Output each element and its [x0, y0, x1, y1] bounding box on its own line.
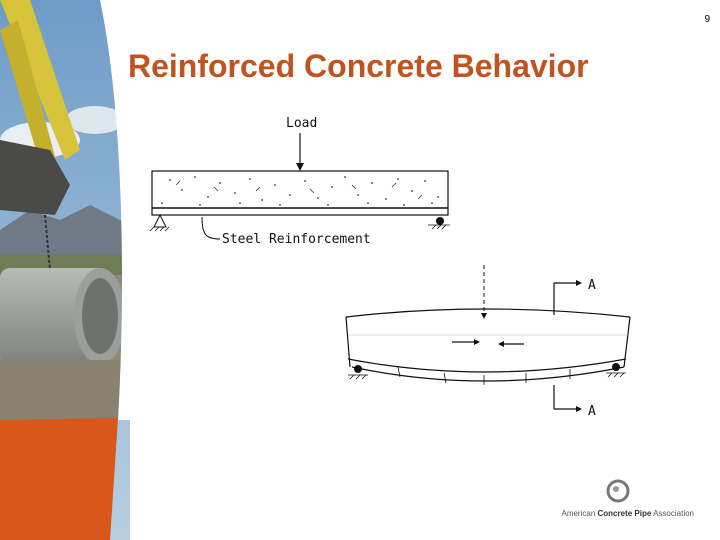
slide-title: Reinforced Concrete Behavior — [128, 48, 589, 85]
beam-diagram: Load — [140, 105, 660, 430]
site-photo — [0, 0, 130, 540]
logo-suffix: Association — [651, 509, 694, 518]
acpa-logo: American Concrete Pipe Association — [534, 478, 694, 518]
logo-text: American Concrete Pipe Association — [561, 509, 694, 518]
logo-bold: Concrete Pipe — [598, 509, 652, 518]
logo-mark-icon — [604, 478, 634, 504]
logo-prefix: American — [561, 509, 597, 518]
section-label-top: A — [588, 278, 596, 293]
page-number: 9 — [704, 14, 710, 25]
load-label: Load — [286, 116, 317, 131]
reinforcement-label: Steel Reinforcement — [222, 232, 371, 247]
bent-beam-top — [346, 309, 630, 317]
section-label-bottom: A — [588, 404, 596, 419]
